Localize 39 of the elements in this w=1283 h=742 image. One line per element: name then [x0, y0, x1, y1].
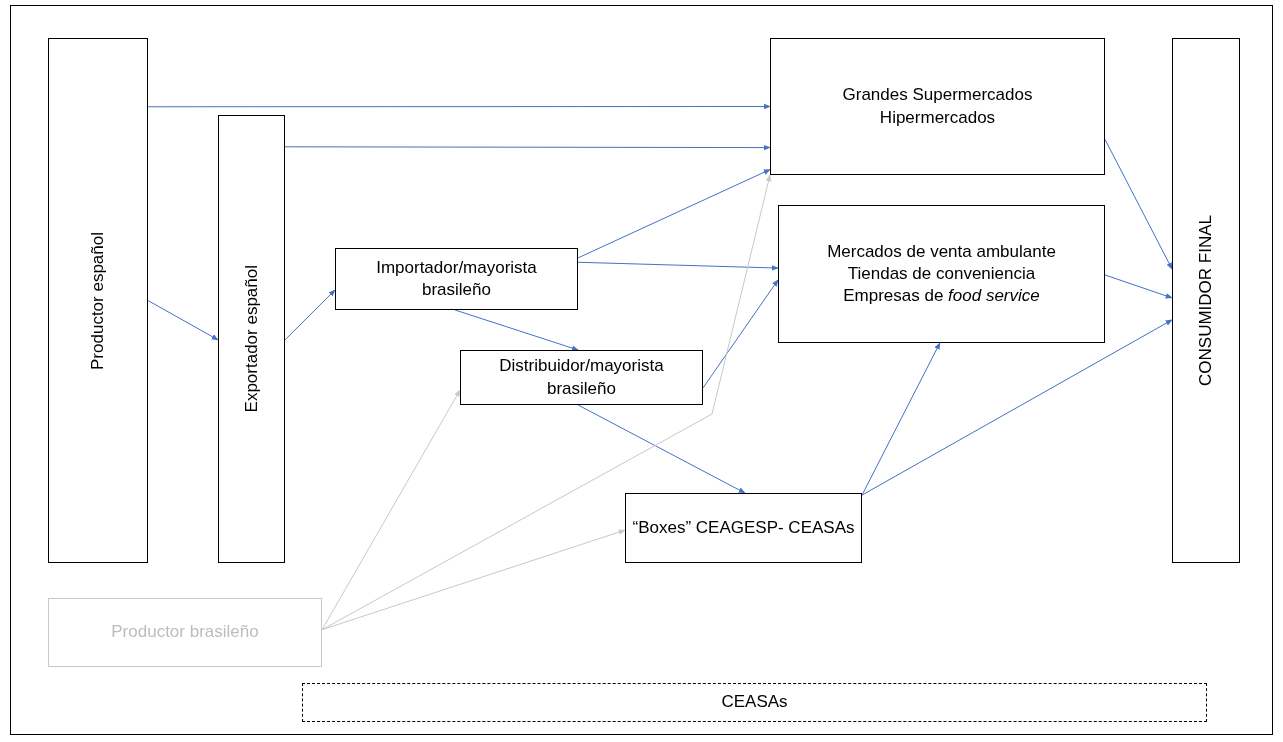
process-box: [48, 598, 322, 667]
process-box: [460, 350, 703, 405]
box-label: Importador/mayorista brasileño: [375, 256, 538, 301]
arrow: [147, 103, 771, 110]
arrow: [577, 169, 771, 259]
vertical-box: [218, 115, 285, 563]
box-label: “Boxes” CEAGESP- CEASAs: [631, 516, 856, 539]
process-box: [335, 248, 578, 310]
arrow: [702, 279, 779, 389]
arrow: [454, 309, 579, 351]
arrow: [577, 404, 746, 494]
box-label: Exportador español: [240, 265, 262, 413]
box-label: Hipermercados: [878, 106, 997, 129]
vertical-box: [48, 38, 148, 563]
process-box: [302, 683, 1207, 722]
arrow: [147, 300, 219, 341]
arrow: [1104, 274, 1173, 299]
arrow: [321, 389, 461, 631]
arrow: [284, 144, 771, 151]
process-box: [778, 205, 1105, 343]
arrow: [284, 289, 336, 341]
arrow: [577, 261, 779, 271]
box-label: Productor brasileño: [110, 621, 260, 644]
box-label: Empresas de food service: [842, 285, 1041, 308]
box-label: CONSUMIDOR FINAL: [1195, 215, 1217, 386]
vertical-box: [1172, 38, 1240, 563]
arrow: [861, 319, 1173, 496]
arrow: [1104, 138, 1173, 270]
process-box: [770, 38, 1105, 175]
process-box: [625, 493, 862, 563]
box-label: Grandes Supermercados: [841, 84, 1034, 107]
box-label: Productor español: [87, 231, 109, 370]
box-label: CEASAs: [720, 691, 789, 714]
box-label: Tiendas de conveniencia: [846, 262, 1037, 285]
arrow: [321, 174, 772, 631]
arrow: [861, 342, 941, 496]
box-label: Distribuidor/mayorista brasileño: [498, 355, 665, 400]
box-label: Mercados de venta ambulante: [826, 240, 1057, 263]
arrow: [321, 529, 626, 631]
